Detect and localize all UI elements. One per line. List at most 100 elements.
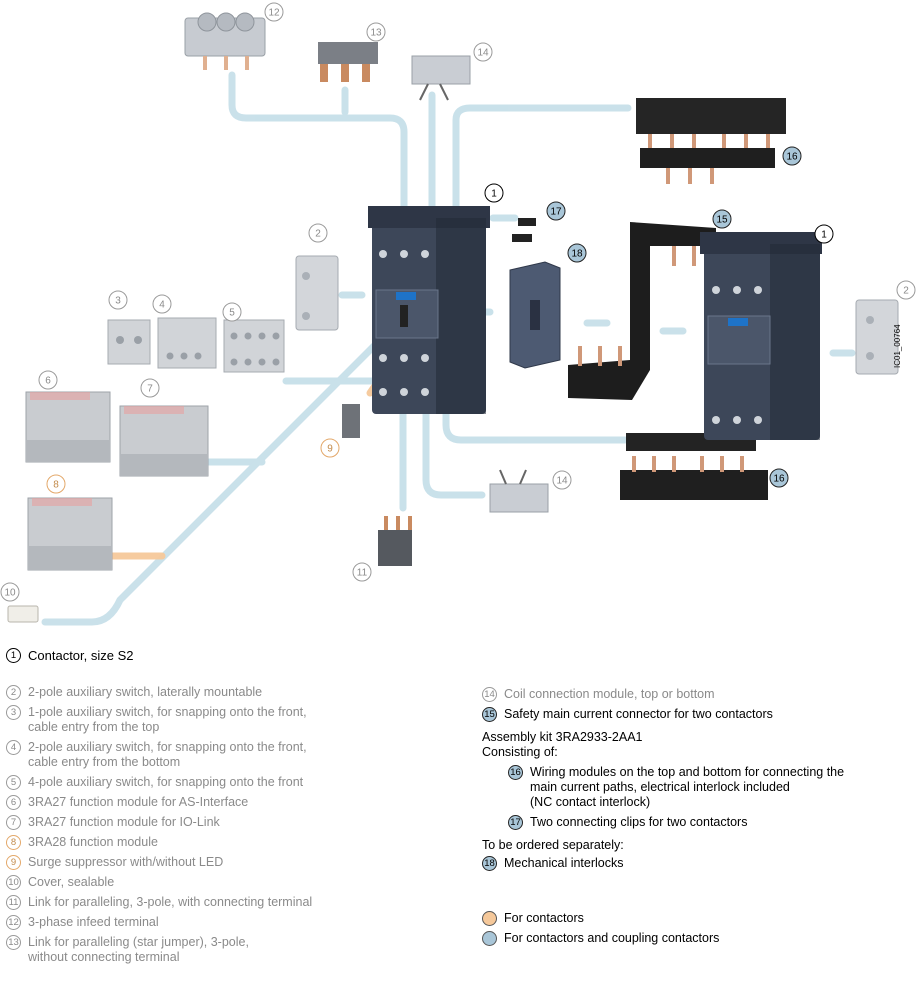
color-key-text: For contactors and coupling contactors — [504, 931, 720, 945]
callout-number: 7 — [147, 384, 153, 395]
callout-number: 2 — [903, 286, 909, 297]
callout-number: 3 — [115, 296, 121, 307]
callout-number: 5 — [229, 308, 235, 319]
callout-10: 10 — [0, 582, 20, 602]
legend-text: 1-pole auxiliary switch, for snapping on… — [28, 705, 307, 734]
callout-circle — [140, 378, 160, 398]
legend-number: 14 — [482, 687, 497, 702]
legend-number: 10 — [6, 875, 21, 890]
callout-number: 11 — [357, 568, 368, 579]
callout-circle — [484, 183, 504, 203]
surge-suppressor-part — [342, 404, 360, 438]
legend-number: 17 — [508, 815, 523, 830]
function-module-3ra28-part — [27, 497, 113, 571]
callout-number: 2 — [315, 229, 321, 240]
callout-number: 15 — [716, 215, 728, 226]
coil-module-bottom-part — [489, 469, 549, 513]
callout-number: 14 — [556, 476, 568, 487]
contactor-left-part — [368, 206, 490, 414]
legend-right: 14 Coil connection module, top or bottom… — [482, 687, 912, 951]
legend-number: 8 — [6, 835, 21, 850]
safety-connector-part — [568, 222, 716, 400]
function-module-as-interface-part — [25, 391, 111, 463]
blue-swatch — [482, 931, 497, 946]
callout-number: 16 — [786, 152, 798, 163]
callout-1: 1 — [484, 183, 504, 203]
callout-circle — [896, 280, 916, 300]
legend-number: 13 — [6, 935, 21, 950]
legend-text: Safety main current connector for two co… — [504, 707, 773, 721]
legend-text: Two connecting clips for two contactors — [530, 815, 748, 829]
orange-swatch — [482, 911, 497, 926]
callout-circle — [264, 2, 284, 22]
legend-number: 16 — [508, 765, 523, 780]
legend-item-17: 17 Two connecting clips for two contacto… — [508, 815, 912, 830]
legend-number: 9 — [6, 855, 21, 870]
callout-circle — [366, 22, 386, 42]
callout-number: 4 — [159, 300, 165, 311]
legend-number: 2 — [6, 685, 21, 700]
callout-circle — [712, 209, 732, 229]
callout-11: 11 — [352, 562, 372, 582]
callout-circle — [152, 294, 172, 314]
connecting-clips-part — [512, 218, 536, 242]
aux-switch-4pole-part — [223, 319, 285, 373]
legend-number: 3 — [6, 705, 21, 720]
callout-circle — [782, 146, 802, 166]
legend-item-3: 3 1-pole auxiliary switch, for snapping o… — [6, 705, 476, 735]
color-key-blue: For contactors and coupling contactors — [482, 931, 912, 946]
legend-item-8: 8 3RA28 function module — [6, 835, 476, 850]
callout-circle — [352, 562, 372, 582]
aux-switch-lateral-left-part — [295, 255, 339, 331]
legend-text: 3RA28 function module — [28, 835, 158, 849]
wiring-module-top-part — [636, 98, 786, 184]
kit-subtitle: Consisting of: — [482, 745, 558, 759]
legend-text: Coil connection module, top or bottom — [504, 687, 715, 701]
callout-circle — [769, 468, 789, 488]
color-key-text: For contactors — [504, 911, 584, 925]
callout-number: 10 — [4, 588, 16, 599]
sealable-cover-part — [7, 605, 39, 623]
callout-14: 14 — [552, 470, 572, 490]
callout-number: 14 — [477, 48, 489, 59]
separate-order-title: To be ordered separately: — [482, 838, 624, 852]
callout-3: 3 — [108, 290, 128, 310]
callout-18: 18 — [567, 243, 587, 263]
callout-2: 2 — [308, 223, 328, 243]
callout-16: 16 — [782, 146, 802, 166]
legend-text: Surge suppressor with/without LED — [28, 855, 224, 869]
callout-number: 18 — [571, 249, 583, 260]
legend-text: Wiring modules on the top and bottom for… — [530, 765, 845, 809]
callout-number: 6 — [45, 376, 51, 387]
legend-number: 5 — [6, 775, 21, 790]
callout-circle — [108, 290, 128, 310]
contactor-right-part — [700, 232, 822, 440]
legend-number: 1 — [6, 648, 21, 663]
legend-text: 2-pole auxiliary switch, laterally mount… — [28, 685, 263, 699]
callout-7: 7 — [140, 378, 160, 398]
legend-text: 2-pole auxiliary switch, for snapping on… — [28, 740, 307, 769]
kit-title: Assembly kit 3RA2933-2AA1 — [482, 730, 643, 744]
function-module-io-link-part — [119, 405, 209, 477]
callout-circle — [308, 223, 328, 243]
legend-number: 12 — [6, 915, 21, 930]
callout-6: 6 — [38, 370, 58, 390]
callout-circle — [222, 302, 242, 322]
legend-item-15: 15 Safety main current connector for two… — [482, 707, 912, 722]
legend-item-9: 9 Surge suppressor with/without LED — [6, 855, 476, 870]
callout-4: 4 — [152, 294, 172, 314]
callout-15: 15 — [712, 209, 732, 229]
callout-17: 17 — [546, 201, 566, 221]
callout-circle — [0, 582, 20, 602]
callout-9: 9 — [320, 438, 340, 458]
legend-item-2: 2 2-pole auxiliary switch, laterally moun… — [6, 685, 476, 700]
legend-number: 6 — [6, 795, 21, 810]
callout-13: 13 — [366, 22, 386, 42]
wiring-module-bottom-part — [620, 433, 768, 500]
